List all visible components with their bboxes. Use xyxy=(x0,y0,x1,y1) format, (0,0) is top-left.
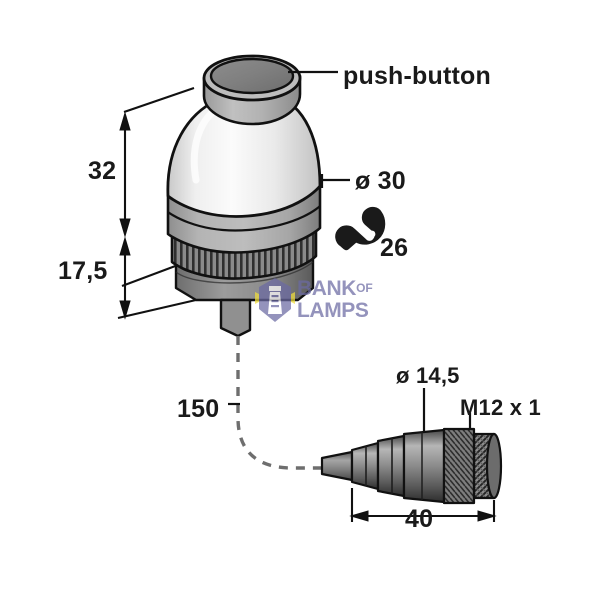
label-thread-m12: M12 x 1 xyxy=(460,395,541,420)
ext-line-bottom xyxy=(117,298,197,320)
label-diameter-30: ø 30 xyxy=(355,167,406,195)
label-height-32: 32 xyxy=(88,157,117,185)
label-connector-length-40: 40 xyxy=(405,505,434,533)
dimension-group-left xyxy=(117,87,197,320)
cable-exit-nub xyxy=(219,298,252,338)
ext-line-mid xyxy=(121,264,179,287)
arrow-32-down xyxy=(119,218,131,238)
dimension-connector-length xyxy=(349,488,497,522)
arrow-40-right xyxy=(477,510,497,522)
push-button-cap[interactable] xyxy=(202,54,302,102)
arrow-175-up xyxy=(119,236,131,256)
cable-path xyxy=(236,336,330,470)
arrow-32-up xyxy=(119,111,131,131)
m12-connector xyxy=(320,427,503,505)
wrench-icon xyxy=(335,206,386,251)
label-cable-length-150: 150 xyxy=(177,395,220,423)
label-diameter-14-5: ø 14,5 xyxy=(396,363,460,388)
label-push-button: push-button xyxy=(343,62,491,90)
connector-leaders xyxy=(422,388,472,432)
leader-lines xyxy=(288,70,350,188)
ext-line-top xyxy=(123,87,195,113)
indicator-body xyxy=(166,54,322,338)
label-wrench-26: 26 xyxy=(380,234,409,262)
label-height-17-5: 17,5 xyxy=(58,257,108,285)
arrow-40-left xyxy=(349,510,369,522)
arrow-175-down xyxy=(119,300,131,320)
